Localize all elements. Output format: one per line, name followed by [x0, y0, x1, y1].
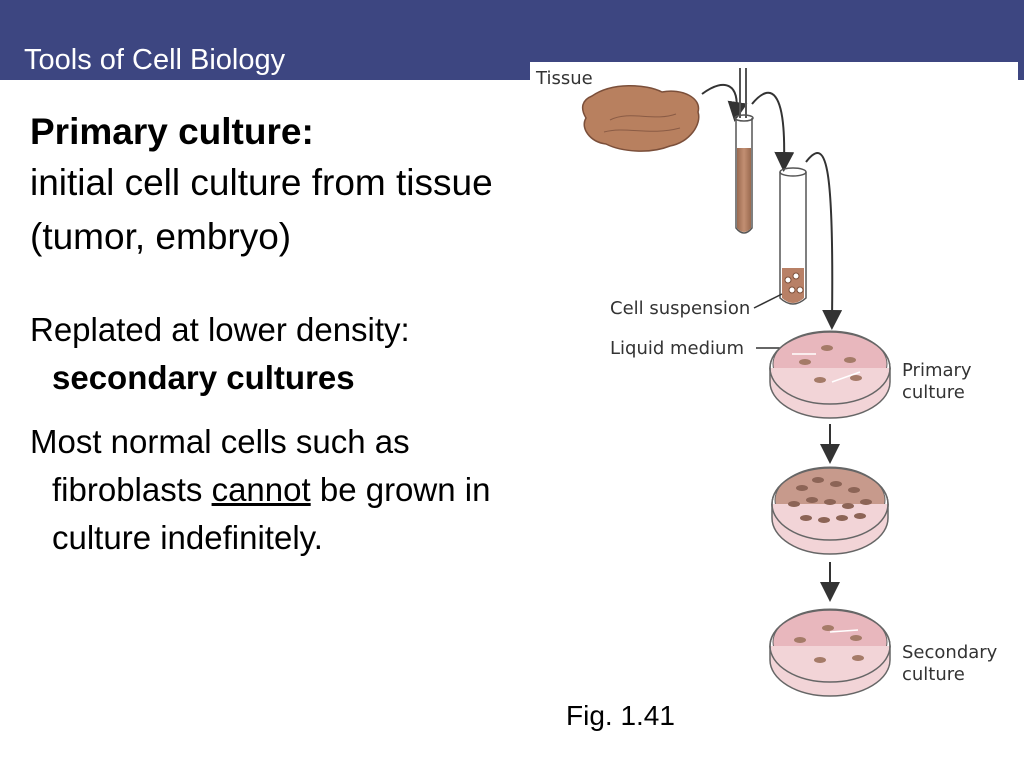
cell-culture-figure: Tissue Cell suspension Liquid medium [530, 62, 1018, 702]
tissue-piece [581, 85, 700, 152]
definition-line-2: (tumor, embryo) [30, 216, 292, 257]
cannot-emphasis: cannot [211, 471, 311, 508]
label-primary-line-1: Primary [902, 360, 972, 381]
normal-cells-line-3: culture indefinitely. [52, 519, 323, 556]
replated-line-1: Replated at lower density: [30, 311, 410, 348]
primary-culture-dish [769, 330, 891, 419]
header-bar: Tools of Cell Biology [0, 0, 1024, 80]
slide-text: Primary culture: initial cell culture fr… [30, 108, 600, 562]
label-tissue: Tissue [535, 68, 593, 89]
figure-illustration: Tissue Cell suspension Liquid medium [535, 68, 998, 697]
secondary-culture-dish [769, 608, 891, 697]
tube-digest-fill [737, 148, 751, 232]
label-cell-suspension: Cell suspension [610, 298, 750, 319]
confluent-culture-dish [771, 466, 889, 555]
secondary-cultures-term: secondary cultures [52, 359, 355, 396]
normal-cells-line-1: Most normal cells such as [30, 423, 410, 460]
primary-culture-heading: Primary culture: [30, 111, 314, 152]
label-liquid-medium: Liquid medium [610, 338, 744, 359]
slide-title: Tools of Cell Biology [24, 44, 286, 76]
figure-caption: Fig. 1.41 [566, 700, 675, 731]
normal-cells-line-2-post: be grown in [310, 471, 491, 508]
normal-cells-line-2-pre: fibroblasts [52, 471, 212, 508]
cell-pellet [782, 268, 804, 303]
normal-cells-line-2: fibroblasts cannot be grown in [30, 466, 600, 514]
label-secondary-line-1: Secondary [902, 642, 998, 663]
arrow-to-primary-dish [805, 152, 843, 330]
arrow-to-centrifuge-tube [751, 92, 795, 172]
definition-line-1: initial cell culture from tissue [30, 162, 493, 203]
label-primary-line-2: culture [902, 382, 965, 403]
label-secondary-line-2: culture [902, 664, 965, 685]
arrow-tissue-to-tube [701, 83, 748, 122]
